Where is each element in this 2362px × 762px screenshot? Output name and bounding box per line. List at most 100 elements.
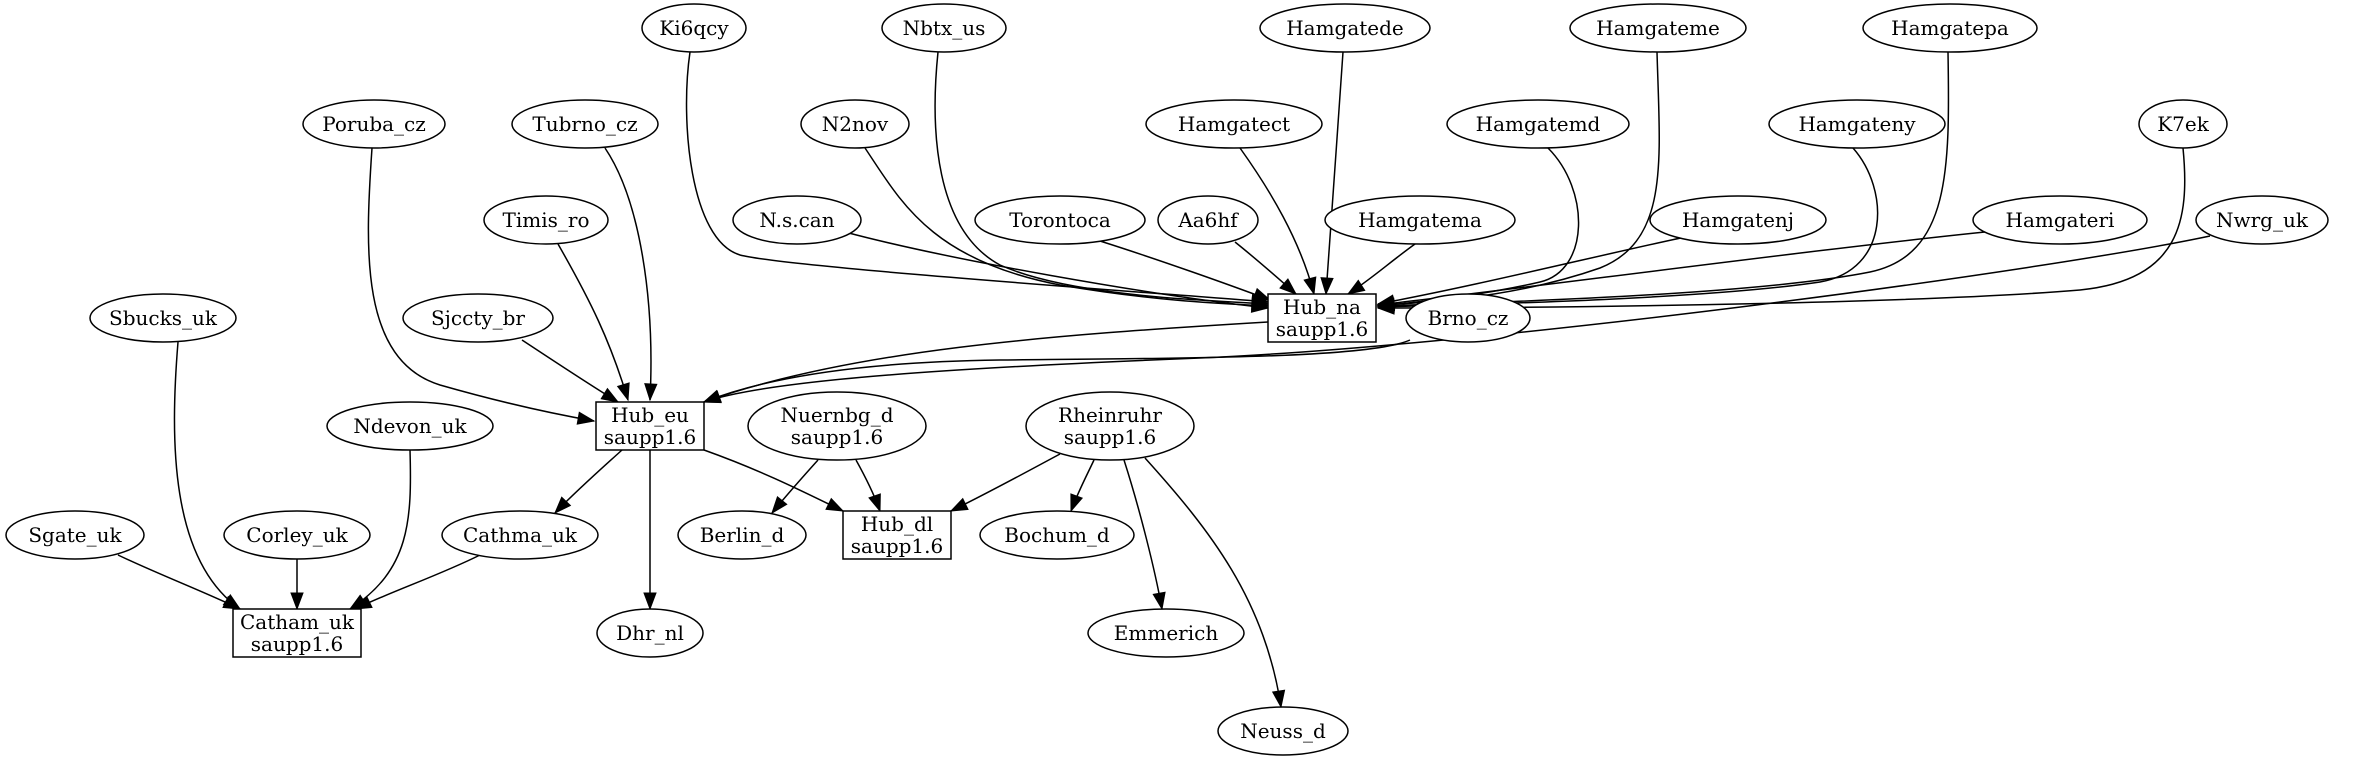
node-label: Catham_uk — [240, 610, 355, 634]
node-label: N2nov — [822, 112, 889, 136]
arrowhead-icon — [643, 592, 657, 611]
node-sublabel: saupp1.6 — [1276, 317, 1368, 341]
node-nbtx_us[interactable]: Nbtx_us — [881, 3, 1007, 53]
edge-line — [1377, 235, 1691, 305]
edge-rheinruhr-to-neuss_d — [1144, 457, 1286, 709]
node-ellipse — [483, 195, 609, 245]
arrowhead-icon — [1070, 493, 1084, 513]
node-ellipse — [1446, 99, 1630, 149]
edge-rheinruhr-to-emmerich — [1123, 459, 1166, 611]
node-poruba_cz[interactable]: Poruba_cz — [302, 99, 446, 149]
node-torontoca[interactable]: Torontoca — [974, 195, 1146, 245]
node-label: Sgate_uk — [28, 523, 122, 547]
arrowhead-icon — [702, 390, 722, 404]
node-ellipse — [223, 510, 371, 560]
node-hamgatepa[interactable]: Hamgatepa — [1862, 3, 2038, 53]
arrowhead-icon — [554, 496, 572, 515]
node-dhr_nl[interactable]: Dhr_nl — [596, 608, 704, 658]
edge-poruba_cz-to-hub_eu — [367, 147, 596, 425]
arrowhead-icon — [1376, 296, 1396, 310]
node-berlin_d[interactable]: Berlin_d — [677, 510, 807, 560]
node-nscan[interactable]: N.s.can — [732, 195, 862, 245]
edge-cathma_uk-to-catham_uk — [353, 554, 481, 610]
node-ellipse — [800, 99, 910, 149]
node-label: Corley_uk — [246, 523, 348, 547]
node-hamgateri[interactable]: Hamgateri — [1972, 195, 2148, 245]
node-brno_cz[interactable]: Brno_cz — [1405, 293, 1531, 343]
node-timis_ro[interactable]: Timis_ro — [483, 195, 609, 245]
node-hamgatenj[interactable]: Hamgatenj — [1649, 195, 1827, 245]
arrowhead-icon — [644, 383, 658, 402]
edge-line — [864, 147, 1269, 307]
edge-line — [557, 243, 629, 401]
node-ellipse — [1025, 391, 1195, 461]
edge-sjccty_br-to-hub_eu — [521, 339, 620, 403]
node-ellipse — [326, 401, 494, 451]
arrowhead-icon — [1152, 591, 1166, 611]
node-label: Ndevon_uk — [353, 414, 467, 438]
node-box — [1267, 293, 1377, 343]
node-neuss_d[interactable]: Neuss_d — [1217, 706, 1349, 756]
node-ellipse — [1768, 99, 1946, 149]
edge-timis_ro-to-hub_eu — [557, 243, 630, 402]
node-hamgateme[interactable]: Hamgateme — [1569, 3, 1747, 53]
edge-hamgateme-to-hub_na — [1376, 51, 1661, 312]
edge-hamgatema-to-hub_na — [1346, 243, 1416, 295]
edge-line — [173, 341, 241, 610]
node-ellipse — [596, 608, 704, 658]
edge-line — [934, 51, 1269, 305]
node-hamgateny[interactable]: Hamgateny — [1768, 99, 1946, 149]
arrowhead-icon — [868, 493, 881, 513]
node-nwrg_uk[interactable]: Nwrg_uk — [2195, 195, 2329, 245]
node-sjccty_br[interactable]: Sjccty_br — [402, 293, 554, 343]
edge-line — [349, 449, 412, 610]
edge-hamgatenj-to-hub_na — [1376, 235, 1691, 308]
node-bochum_d[interactable]: Bochum_d — [979, 510, 1135, 560]
node-k7ek[interactable]: K7ek — [2138, 99, 2228, 149]
node-label: Hub_dl — [861, 512, 933, 536]
edge-nuernbg_d-to-hub_dl — [855, 459, 881, 513]
node-ki6qcy[interactable]: Ki6qcy — [641, 3, 747, 53]
node-box — [232, 608, 362, 658]
node-corley_uk[interactable]: Corley_uk — [223, 510, 371, 560]
node-ellipse — [89, 293, 237, 343]
node-hamgatemd[interactable]: Hamgatemd — [1446, 99, 1630, 149]
node-emmerich[interactable]: Emmerich — [1087, 608, 1245, 658]
node-label: Hamgatect — [1178, 112, 1290, 136]
arrowhead-icon — [616, 382, 630, 402]
edge-line — [1144, 457, 1282, 708]
node-label: Aa6hf — [1177, 208, 1239, 232]
arrowhead-icon — [1252, 287, 1272, 301]
node-tubrno_cz[interactable]: Tubrno_cz — [511, 99, 659, 149]
node-hamgatema[interactable]: Hamgatema — [1324, 195, 1516, 245]
node-ellipse — [1324, 195, 1516, 245]
node-hamgatect[interactable]: Hamgatect — [1145, 99, 1323, 149]
node-hamgatede[interactable]: Hamgatede — [1259, 3, 1431, 53]
node-sublabel: saupp1.6 — [791, 425, 883, 449]
edge-torontoca-to-hub_na — [1099, 240, 1272, 301]
edge-line — [117, 554, 241, 610]
node-label: Hamgatema — [1358, 208, 1482, 232]
arrowhead-icon — [222, 595, 242, 610]
node-label: Hamgatenj — [1682, 208, 1794, 232]
node-label: Hamgatemd — [1476, 112, 1601, 136]
edge-line — [1377, 51, 1661, 306]
arrowhead-icon — [1320, 277, 1334, 296]
node-sgate_uk[interactable]: Sgate_uk — [5, 510, 145, 560]
edge-hub_na-to-hub_eu — [702, 321, 1269, 403]
node-n2nov[interactable]: N2nov — [800, 99, 910, 149]
node-ellipse — [677, 510, 807, 560]
edge-line — [354, 554, 481, 610]
node-cathma_uk[interactable]: Cathma_uk — [441, 510, 599, 560]
node-ndevon_uk[interactable]: Ndevon_uk — [326, 401, 494, 451]
node-aa6hf[interactable]: Aa6hf — [1157, 195, 1259, 245]
node-sbucks_uk[interactable]: Sbucks_uk — [89, 293, 237, 343]
node-ellipse — [881, 3, 1007, 53]
